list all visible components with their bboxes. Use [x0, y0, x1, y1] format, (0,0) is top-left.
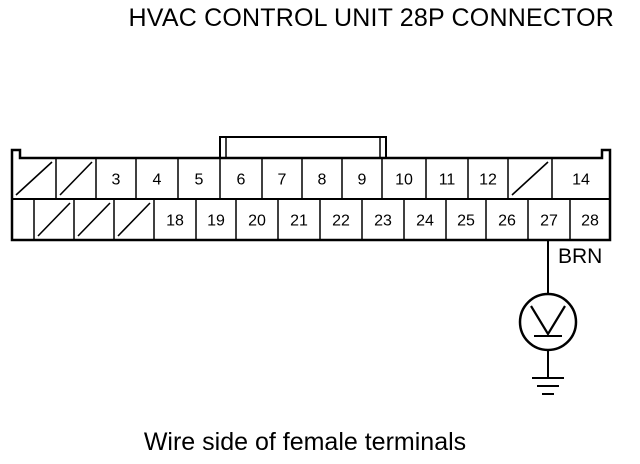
- test-circuit: [518, 240, 578, 395]
- terminal-7: 7: [278, 158, 303, 199]
- terminal-22: 22: [332, 199, 363, 240]
- empty-cavity: [511, 158, 553, 199]
- terminal-number: 21: [290, 213, 308, 230]
- terminal-number: 4: [153, 172, 162, 189]
- terminal-number: 28: [581, 213, 599, 230]
- ground-icon: [532, 377, 564, 395]
- terminal-number: 18: [166, 213, 184, 230]
- terminal-24: 24: [416, 199, 447, 240]
- terminal-25: 25: [457, 199, 487, 240]
- terminal-number: 11: [439, 172, 456, 189]
- terminal-number: 7: [278, 172, 287, 189]
- terminal-28: 28: [581, 213, 599, 230]
- terminal-9: 9: [358, 158, 383, 199]
- terminal-number: 22: [332, 213, 350, 230]
- terminal-21: 21: [290, 199, 321, 240]
- connector-title: HVAC CONTROL UNIT 28P CONNECTOR: [128, 4, 614, 32]
- terminal-12: 12: [479, 158, 509, 199]
- voltmeter-icon: [518, 292, 578, 352]
- empty-cavity: [77, 199, 115, 240]
- terminal-6: 6: [237, 158, 263, 199]
- terminal-number: 23: [374, 213, 392, 230]
- connector-outline: [10, 148, 612, 242]
- empty-cavity: [59, 158, 97, 199]
- terminal-4: 4: [153, 158, 179, 199]
- terminal-number: 27: [540, 213, 558, 230]
- terminal-number: 10: [395, 172, 413, 189]
- terminal-number: 20: [248, 213, 266, 230]
- terminal-number: 3: [112, 172, 121, 189]
- terminal-number: 6: [237, 172, 246, 189]
- empty-cavity: [15, 158, 57, 199]
- terminal-number: 5: [195, 172, 204, 189]
- top-row: 3 4 5 6 7 8 9 10 11 12 14: [15, 158, 590, 199]
- diagram-caption: Wire side of female terminals: [143, 428, 467, 456]
- terminal-23: 23: [374, 199, 405, 240]
- terminal-number: 8: [318, 172, 327, 189]
- terminal-number: 19: [207, 213, 225, 230]
- terminal-11: 11: [439, 158, 469, 199]
- terminal-10: 10: [395, 158, 427, 199]
- terminal-14: 14: [572, 172, 590, 189]
- terminal-number: 14: [572, 172, 590, 189]
- terminal-20: 20: [248, 199, 279, 240]
- empty-cavity: [37, 199, 75, 240]
- terminal-number: 9: [358, 172, 367, 189]
- terminal-3: 3: [112, 158, 137, 199]
- terminal-26: 26: [498, 199, 529, 240]
- terminal-number: 24: [416, 213, 434, 230]
- terminal-18: 18: [166, 199, 197, 240]
- terminal-number: 12: [479, 172, 497, 189]
- terminal-5: 5: [195, 158, 221, 199]
- locking-tab: [219, 136, 387, 158]
- wire-color-label: BRN: [558, 245, 603, 268]
- terminal-number: 25: [457, 213, 475, 230]
- terminal-number: 26: [498, 213, 516, 230]
- terminal-8: 8: [318, 158, 343, 199]
- bottom-row: 18 19 20 21 22 23 24 25 26 27 28: [33, 199, 599, 240]
- terminal-27: 27: [540, 199, 571, 240]
- empty-cavity: [117, 199, 155, 240]
- terminal-19: 19: [207, 199, 237, 240]
